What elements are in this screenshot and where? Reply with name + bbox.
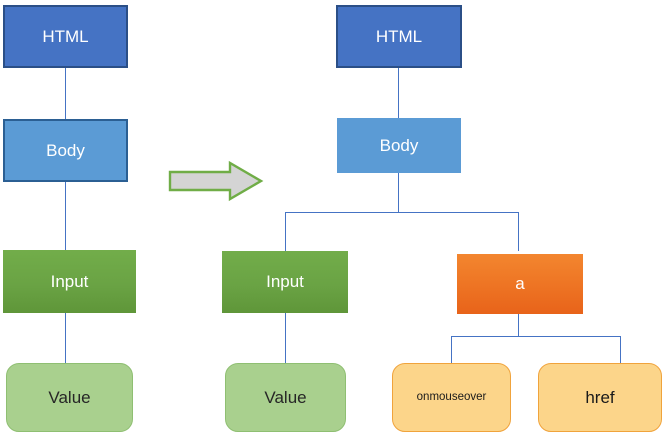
node-label: href <box>585 387 615 407</box>
node-right-input[interactable]: Input <box>222 251 348 313</box>
edge-right-bus-to-a <box>518 212 520 251</box>
transform-arrow <box>168 160 264 202</box>
node-label: onmouseover <box>416 391 487 404</box>
node-right-body[interactable]: Body <box>337 118 461 173</box>
edge-right-bus-to-onmouseover <box>451 336 453 363</box>
node-label: HTML <box>375 26 423 46</box>
node-label: HTML <box>42 26 89 46</box>
edge-left-html-body <box>65 68 67 119</box>
node-left-input[interactable]: Input <box>3 250 136 313</box>
edge-right-input-value <box>285 313 287 363</box>
edge-right-a-bus <box>451 336 621 338</box>
node-right-anchor[interactable]: a <box>457 254 583 314</box>
edge-left-input-value <box>65 313 67 363</box>
node-left-value[interactable]: Value <box>6 363 133 432</box>
node-left-body[interactable]: Body <box>3 119 128 182</box>
edge-left-body-input <box>65 182 67 250</box>
node-right-href[interactable]: href <box>538 363 662 432</box>
node-right-value[interactable]: Value <box>225 363 346 432</box>
edge-right-body-bus <box>285 212 519 214</box>
node-left-html[interactable]: HTML <box>3 5 128 68</box>
node-label: Input <box>50 271 89 291</box>
node-right-onmouseover[interactable]: onmouseover <box>392 363 511 432</box>
node-label: Value <box>264 387 307 407</box>
node-label: a <box>515 274 525 294</box>
node-label: Body <box>379 135 419 155</box>
edge-right-a-stem <box>518 313 520 336</box>
edge-right-html-body <box>398 68 400 118</box>
node-label: Input <box>266 272 304 292</box>
edge-right-bus-to-input <box>285 212 287 251</box>
edge-right-body-stem <box>398 173 400 212</box>
edge-right-bus-to-href <box>620 336 622 363</box>
node-label: Value <box>48 387 91 407</box>
node-right-html[interactable]: HTML <box>336 5 462 68</box>
right-arrow-icon <box>168 160 264 202</box>
node-label: Body <box>46 140 85 160</box>
